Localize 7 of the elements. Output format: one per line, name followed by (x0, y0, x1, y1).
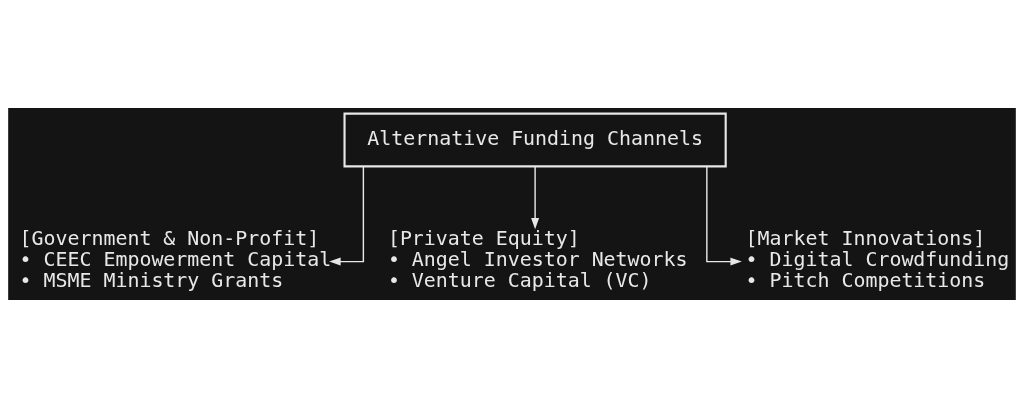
node-box: Alternative Funding Channels (343, 112, 727, 168)
arrow (706, 165, 742, 266)
node-text: [Private Equity] • Angel Investor Networks • Venture Capital (VC) (387, 226, 688, 293)
node-text: [Government & Non-Profit] • CEEC Empowerment Capital • MSME Ministry Grants (19, 226, 332, 293)
arrow (531, 166, 540, 230)
arrow (329, 165, 365, 266)
node-text: [Market Innovations] • Digital Crowdfunding • Pitch Competitions (745, 226, 1010, 293)
